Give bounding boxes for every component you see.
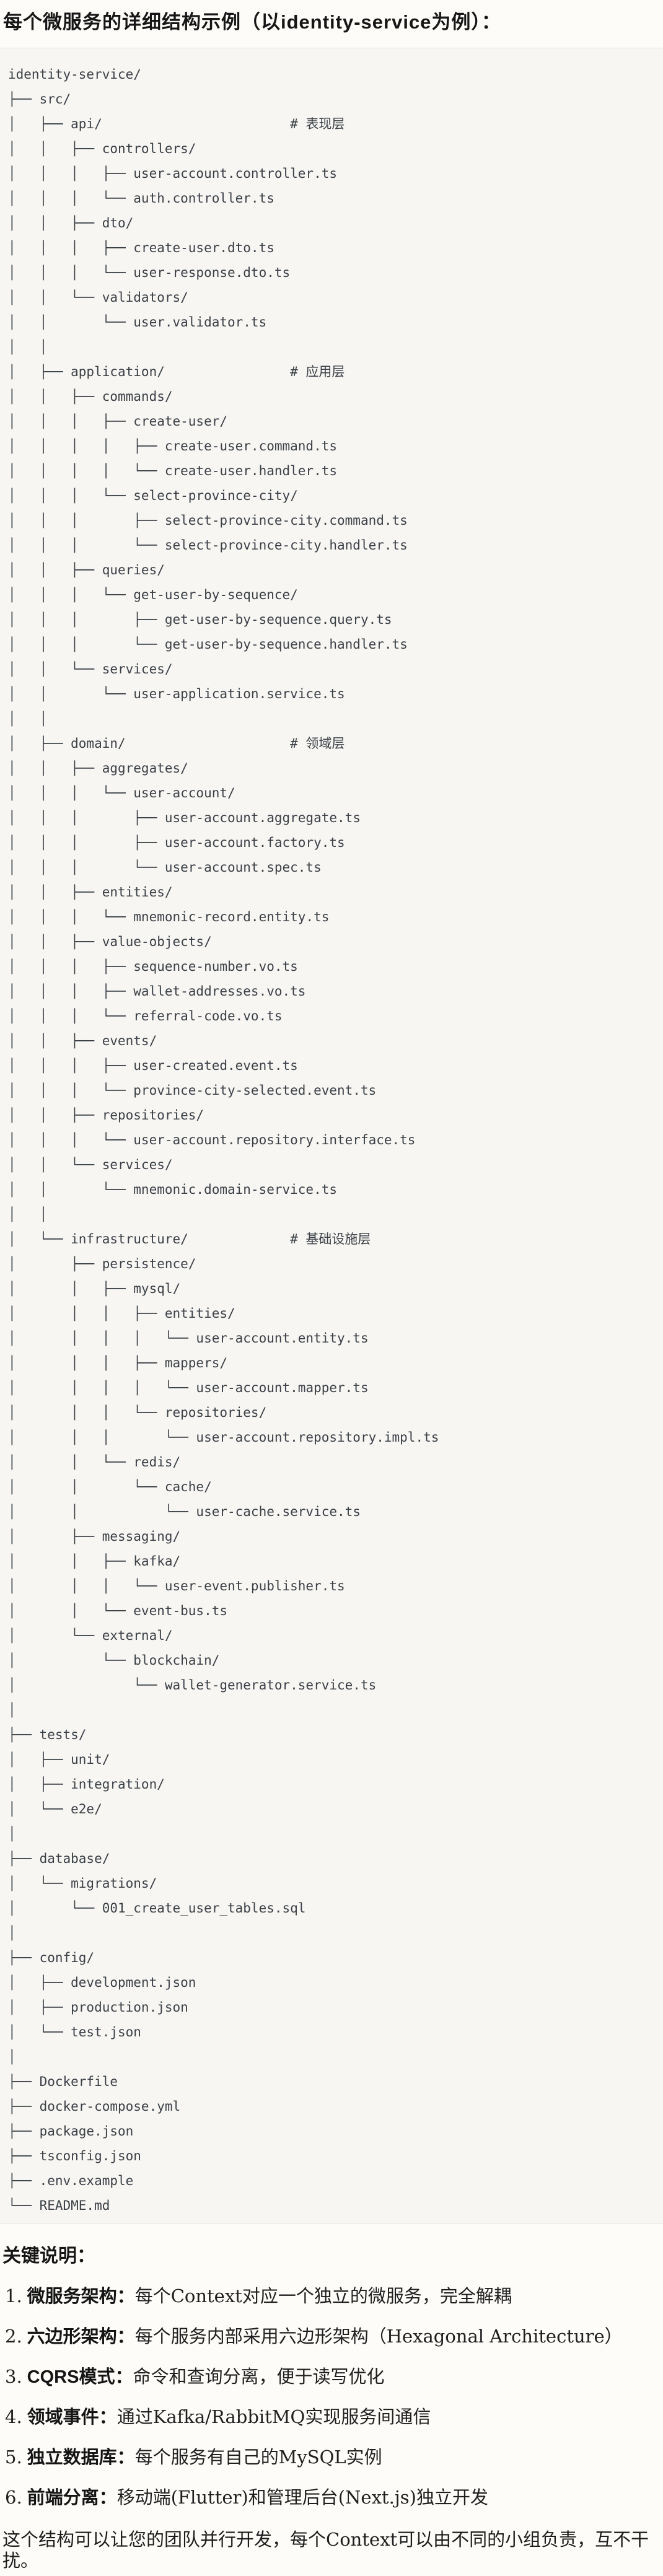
page-title: 每个微服务的详细结构示例（以identity-service为例）： <box>3 11 501 33</box>
note-desc: 通过Kafka/RabbitMQ实现服务间通信 <box>116 2406 431 2427</box>
note-item: 3.CQRS模式：命令和查询分离，便于读写优化 <box>5 2366 657 2388</box>
note-desc: 每个服务内部采用六边形架构（Hexagonal Architecture） <box>134 2326 623 2347</box>
note-label: 前端分离： <box>27 2488 117 2508</box>
note-item: 6.前端分离：移动端(Flutter)和管理后台(Next.js)独立开发 <box>5 2487 657 2508</box>
note-label: 领域事件： <box>27 2407 117 2427</box>
note-item: 4.领域事件：通过Kafka/RabbitMQ实现服务间通信 <box>5 2406 657 2428</box>
note-label: 微服务架构： <box>27 2287 135 2307</box>
note-number: 1. <box>5 2285 22 2307</box>
notes-footer: 这个结构可以让您的团队并行开发，每个Context可以由不同的小组负责，互不干扰… <box>2 2529 649 2571</box>
note-label: CQRS模式： <box>27 2367 133 2387</box>
note-number: 3. <box>5 2366 22 2387</box>
directory-tree: identity-service/ ├── src/ │ ├── api/ # … <box>0 48 663 2223</box>
note-number: 5. <box>5 2447 22 2468</box>
note-desc: 每个服务有自己的MySQL实例 <box>134 2447 382 2468</box>
note-number: 4. <box>5 2406 22 2427</box>
note-label: 独立数据库： <box>27 2448 135 2468</box>
note-desc: 命令和查询分离，便于读写优化 <box>133 2366 385 2387</box>
note-item: 5.独立数据库：每个服务有自己的MySQL实例 <box>5 2447 657 2468</box>
note-number: 6. <box>5 2487 22 2508</box>
note-item: 1.微服务架构：每个Context对应一个独立的微服务，完全解耦 <box>5 2285 657 2307</box>
note-number: 2. <box>5 2326 22 2347</box>
note-desc: 每个Context对应一个独立的微服务，完全解耦 <box>134 2285 512 2307</box>
notes-heading: 关键说明： <box>2 2246 95 2266</box>
document: 每个微服务的详细结构示例（以identity-service为例）： ident… <box>0 9 663 2576</box>
note-desc: 移动端(Flutter)和管理后台(Next.js)独立开发 <box>116 2487 488 2508</box>
note-label: 六边形架构： <box>27 2327 135 2347</box>
notes-section: 关键说明： 1.微服务架构：每个Context对应一个独立的微服务，完全解耦 2… <box>0 2246 663 2571</box>
note-item: 2.六边形架构：每个服务内部采用六边形架构（Hexagonal Architec… <box>5 2326 657 2347</box>
notes-list: 1.微服务架构：每个Context对应一个独立的微服务，完全解耦 2.六边形架构… <box>2 2285 657 2508</box>
